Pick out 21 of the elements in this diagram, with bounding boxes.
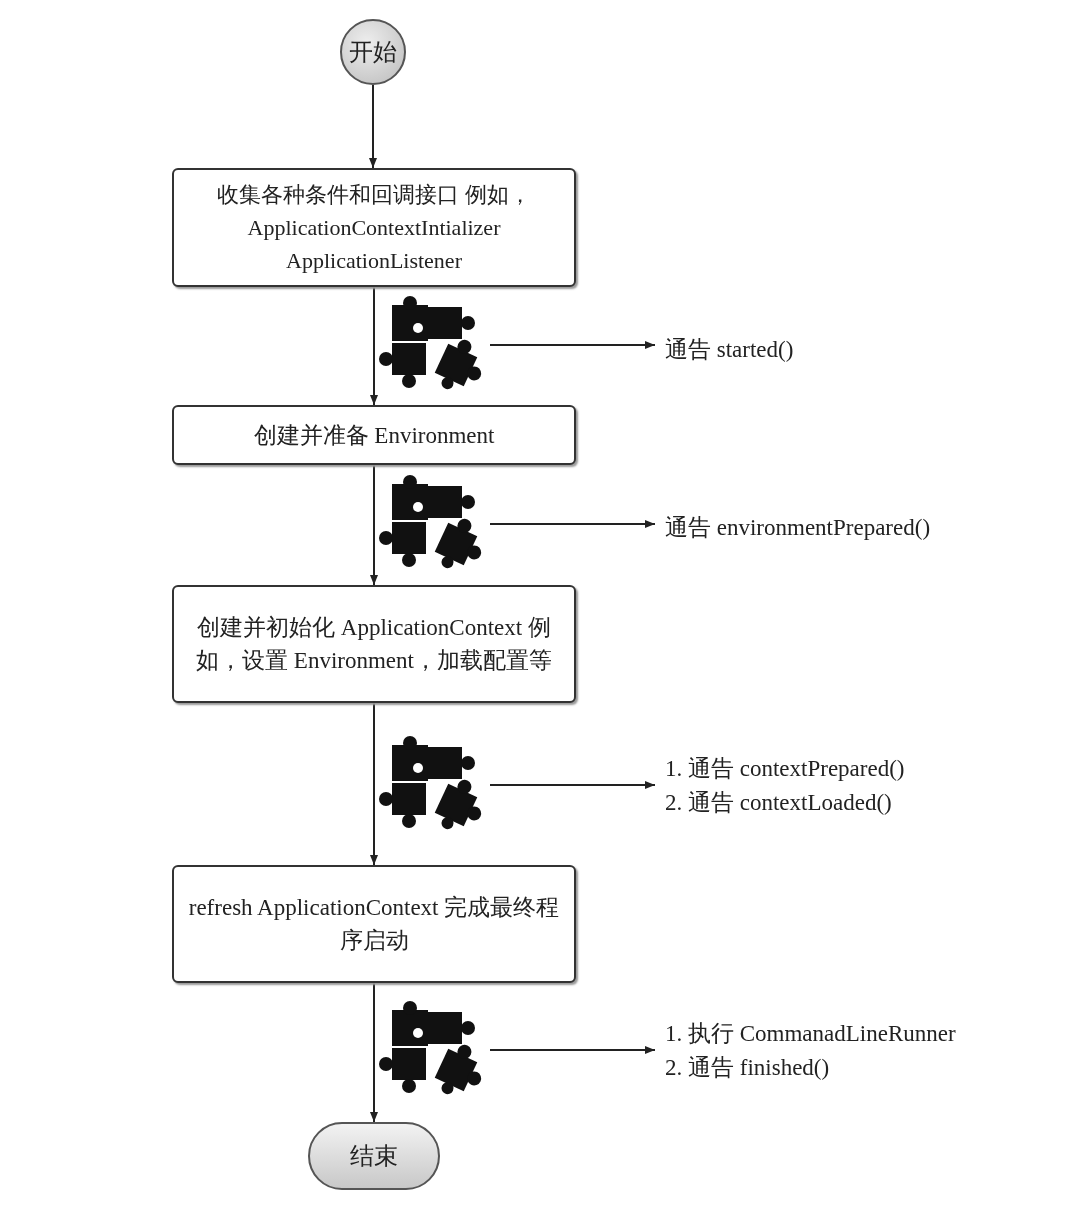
arrow [370,464,378,586]
arrow [489,341,656,349]
arrow [489,1046,656,1054]
event-text: 1. 通告 contextPrepared() [665,755,905,783]
arrow [370,982,378,1123]
arrow [489,781,656,789]
arrow [489,520,656,528]
event-text: 1. 执行 CommanadLineRunner [665,1020,956,1048]
start-circle: 开始 [340,19,406,85]
arrow [370,702,378,866]
arrow [370,286,378,406]
event-text: 通告 started() [665,333,794,367]
end-terminal: 结束 [308,1122,440,1190]
process-box: 收集各种条件和回调接口 例如，ApplicationContextIntializer ApplicationListener [172,168,576,287]
process-box: 创建并准备 Environment [172,405,576,465]
process-box: refresh ApplicationContext 完成最终程序启动 [172,865,576,983]
arrow [369,84,377,169]
event-text: 2. 通告 finished() [665,1054,830,1082]
process-box: 创建并初始化 ApplicationContext 例如，设置 Environment，加载配置等 [172,585,576,703]
event-text: 2. 通告 contextLoaded() [665,789,892,817]
event-text: 通告 environmentPrepared() [665,511,931,545]
